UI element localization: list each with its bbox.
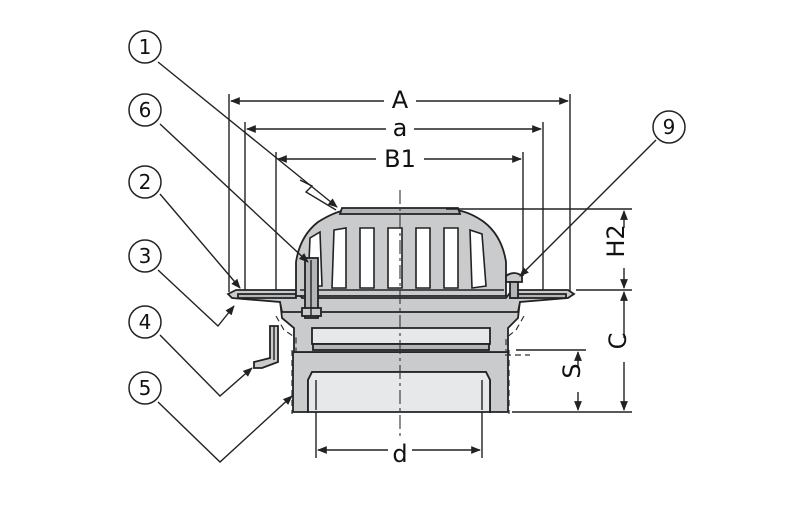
callout-number: 5 [139, 376, 152, 400]
callout-number: 9 [663, 115, 676, 139]
callout-number: 3 [139, 244, 152, 268]
clamp-bolt [301, 257, 322, 319]
callout-3: 3 [128, 239, 162, 273]
strainer-dome [295, 207, 507, 297]
dim-label-A: A [392, 86, 409, 114]
outlet-body [291, 350, 510, 414]
dim-label-C: C [604, 333, 632, 350]
callout-leaders [157, 61, 657, 463]
dim-label-S: S [558, 363, 586, 378]
callout-number: 2 [139, 170, 152, 194]
dim-label-d: d [392, 440, 407, 468]
dim-label-H2: H2 [602, 224, 630, 257]
callout-2: 2 [128, 165, 162, 199]
callout-number: 1 [139, 35, 152, 59]
callout-number: 4 [139, 310, 152, 334]
callout-number: 6 [139, 98, 152, 122]
callout-6: 6 [128, 93, 162, 127]
dim-label-B1: B1 [384, 145, 416, 173]
callout-1: 1 [128, 30, 162, 64]
dimension-labels: A a B1 H2 C S d [376, 86, 637, 468]
callout-5: 5 [128, 371, 162, 405]
callout-4: 4 [128, 305, 162, 339]
callout-9: 9 [652, 110, 686, 144]
fixing-screw [505, 272, 523, 299]
callout-circles: 1 6 2 3 4 5 9 [128, 30, 686, 405]
side-drain-tube [253, 325, 279, 369]
drain-assembly [226, 190, 576, 458]
dim-label-a: a [393, 114, 408, 142]
